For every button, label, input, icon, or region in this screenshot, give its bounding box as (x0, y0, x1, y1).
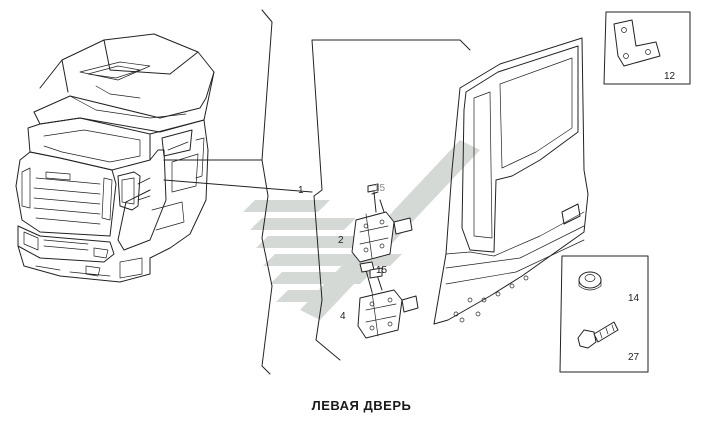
bracket-inset (603, 11, 691, 85)
diagram-caption: ЛЕВАЯ ДВЕРЬ (311, 398, 412, 413)
callout-lower-hinge: 4 (340, 311, 346, 322)
callout-upper-hinge-bolts: 15 (374, 183, 386, 194)
upper-hinge (351, 183, 413, 263)
callout-nut: 14 (628, 293, 640, 304)
lower-hinge (357, 261, 419, 339)
callout-door: 1 (298, 185, 304, 196)
door-panel (433, 37, 589, 325)
callout-upper-hinge: 2 (338, 235, 344, 246)
fasteners-inset (559, 255, 649, 373)
callout-lower-hinge-bolts: 15 (376, 265, 388, 276)
leader-lines (163, 9, 471, 375)
callout-bolt: 27 (628, 352, 640, 363)
truck-cab-illustration (15, 33, 215, 283)
callout-bracket: 12 (664, 71, 676, 82)
